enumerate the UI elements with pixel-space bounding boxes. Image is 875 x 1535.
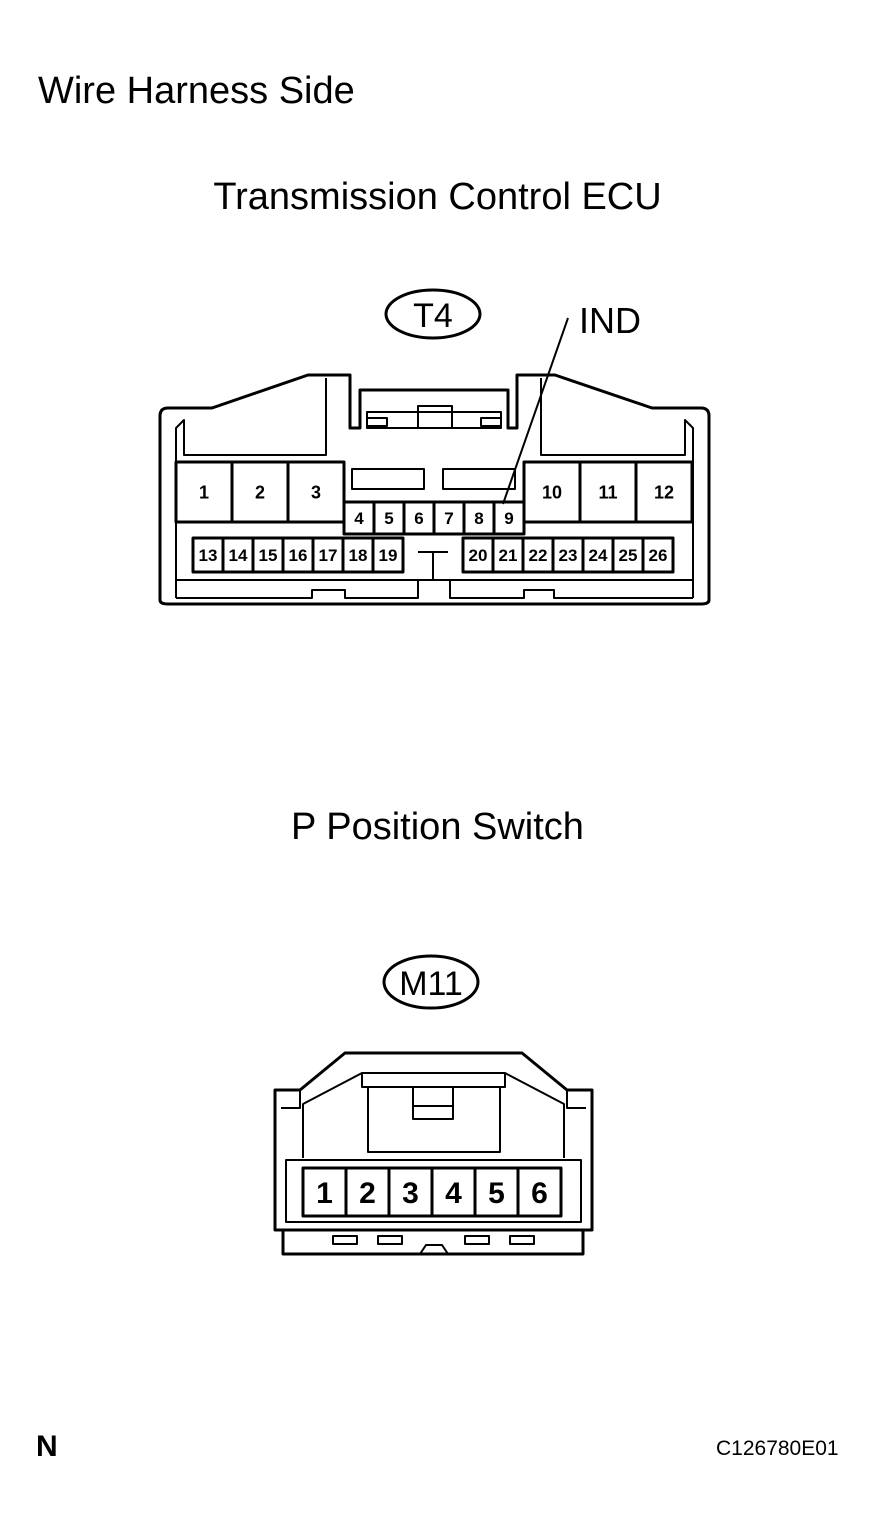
ecu-pin-19: 19 (379, 546, 398, 565)
ecu-pin-23: 23 (559, 546, 578, 565)
ind-leader-line (502, 317, 569, 505)
ecu-pin-24: 24 (589, 546, 608, 565)
switch-connector-code-ellipse (382, 954, 480, 1010)
ecu-connector-housing (158, 373, 711, 606)
ecu-pin-9: 9 (504, 509, 513, 528)
ecu-pin-2: 2 (255, 482, 265, 502)
switch-pin-2: 2 (359, 1177, 376, 1210)
figure-code: C126780E01 (716, 1437, 839, 1460)
ecu-pin-17: 17 (319, 546, 338, 565)
switch-title: P Position Switch (291, 806, 584, 848)
ecu-pin-22: 22 (529, 546, 548, 565)
ecu-pin-6: 6 (414, 509, 423, 528)
ecu-pin-8: 8 (474, 509, 483, 528)
ecu-pin-20: 20 (469, 546, 488, 565)
page-heading: Wire Harness Side (38, 70, 355, 112)
switch-connector-code: M11 (399, 965, 463, 1003)
ecu-pin-12: 12 (654, 482, 674, 502)
ecu-connector-code: T4 (413, 297, 453, 335)
ecu-connector-code-ellipse (384, 288, 482, 340)
ecu-pin-4: 4 (354, 509, 364, 528)
ind-terminal-label: IND (579, 300, 641, 341)
ecu-pin-21: 21 (499, 546, 518, 565)
ecu-pin-7: 7 (444, 509, 453, 528)
ecu-title: Transmission Control ECU (213, 176, 662, 218)
ecu-pin-14: 14 (229, 546, 248, 565)
switch-pin-grid (301, 1166, 563, 1218)
ecu-row (174, 460, 346, 524)
footer-left-mark: N (36, 1430, 58, 1463)
switch-pin-3: 3 (402, 1177, 419, 1210)
ecu-pin-15: 15 (259, 546, 278, 565)
ecu-row (522, 460, 694, 524)
ecu-pin-10: 10 (542, 482, 562, 502)
ecu-row (191, 536, 405, 574)
ecu-pin-grid (174, 460, 694, 574)
ecu-pin-18: 18 (349, 546, 368, 565)
ecu-pin-11: 11 (598, 482, 617, 502)
ecu-pin-16: 16 (289, 546, 308, 565)
switch-pin-1: 1 (316, 1177, 333, 1210)
ecu-pin-5: 5 (384, 509, 393, 528)
ecu-pin-13: 13 (199, 546, 218, 565)
switch-pin-4: 4 (445, 1177, 462, 1210)
switch-pin-6: 6 (531, 1177, 548, 1210)
switch-pin-5: 5 (488, 1177, 505, 1210)
ecu-row (461, 536, 675, 574)
ecu-pin-1: 1 (199, 482, 209, 502)
ecu-pin-26: 26 (649, 546, 668, 565)
switch-connector-housing (273, 1051, 594, 1256)
ecu-pin-3: 3 (311, 482, 321, 502)
ecu-pin-25: 25 (619, 546, 638, 565)
